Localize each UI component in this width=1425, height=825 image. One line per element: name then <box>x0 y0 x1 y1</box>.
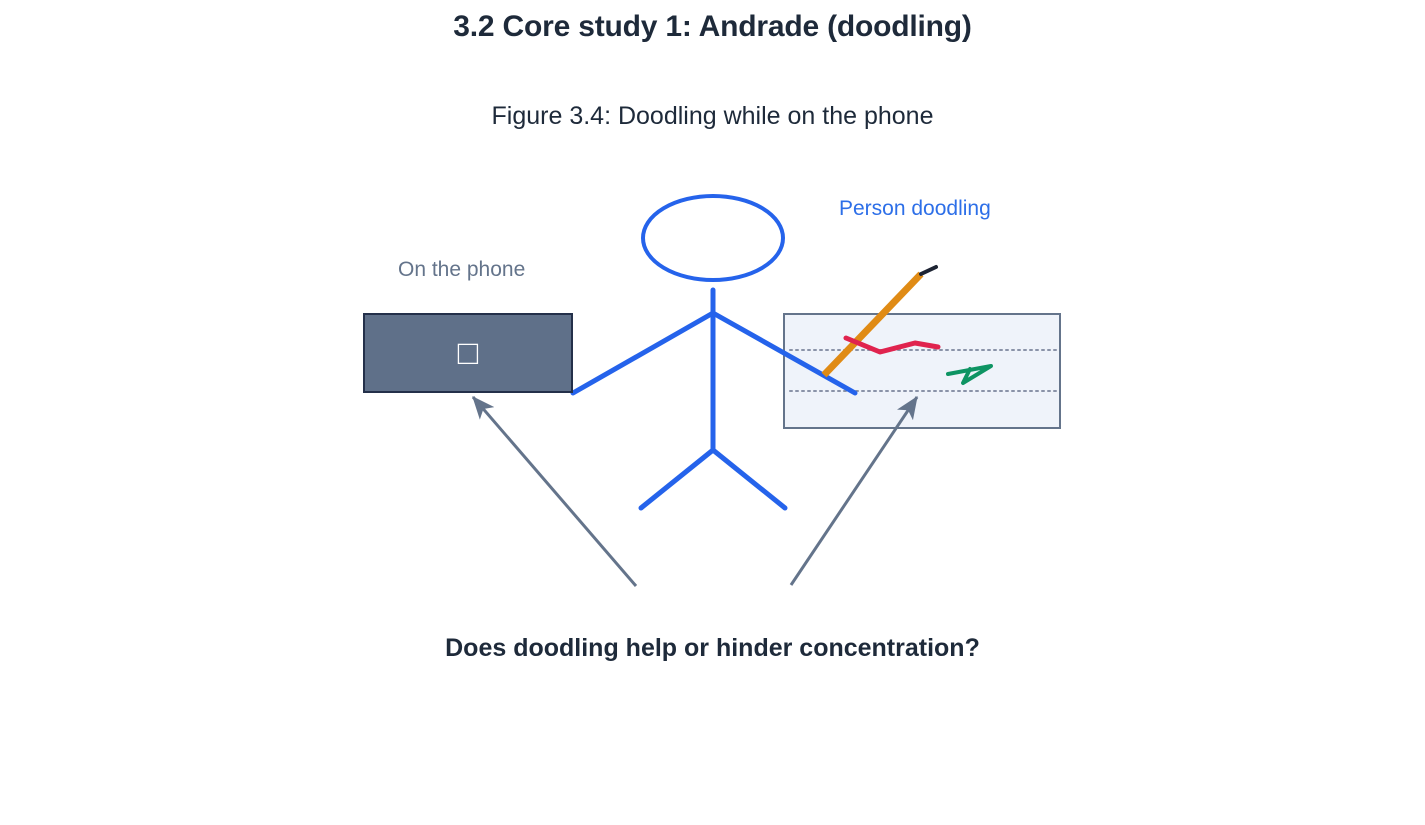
label-person-doodling: Person doodling <box>839 197 991 220</box>
phone-icon: □ <box>457 334 479 372</box>
left-leg-line <box>638 447 716 511</box>
label-on-the-phone: On the phone <box>398 258 526 281</box>
leader-arrow-to-notepad <box>789 396 919 586</box>
closing-question: Does doodling help or hinder concentrati… <box>445 634 980 662</box>
right-arm-line <box>710 310 858 396</box>
pencil-tip <box>919 265 938 276</box>
left-arm-line <box>570 310 716 396</box>
pencil-body <box>821 271 924 378</box>
right-leg-line <box>710 447 788 511</box>
phone-rectangle: □ <box>363 313 573 393</box>
page-title: 3.2 Core study 1: Andrade (doodling) <box>453 10 972 43</box>
green-arrow-doodle <box>946 364 993 385</box>
red-scribble-doodle <box>843 335 941 355</box>
figure-caption: Figure 3.4: Doodling while on the phone <box>491 102 934 130</box>
head-ellipse <box>641 194 785 282</box>
leader-arrow-to-phone <box>471 396 638 587</box>
